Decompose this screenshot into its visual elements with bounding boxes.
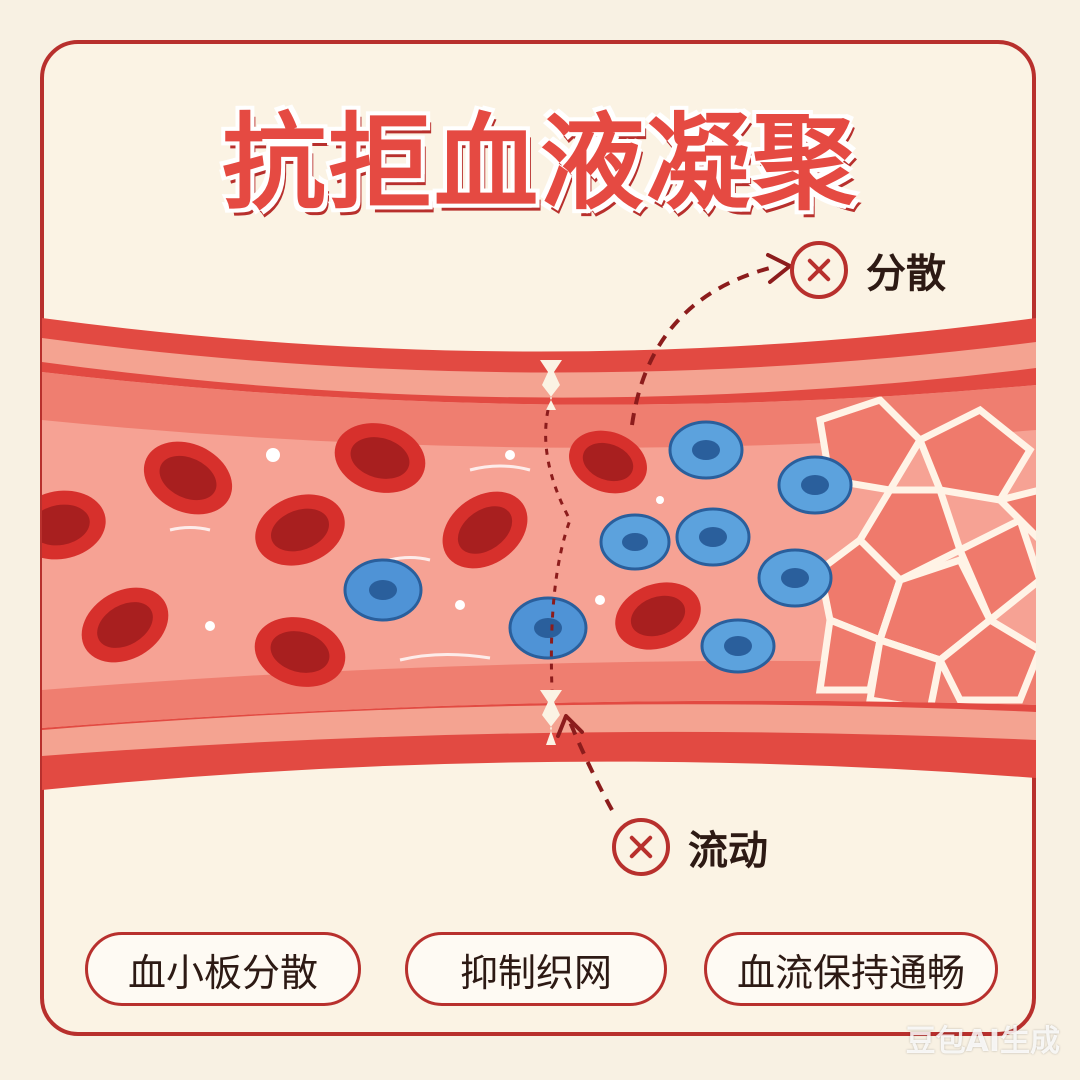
pill-inhibit-mesh: 抑制织网 xyxy=(405,932,667,1006)
red-blood-cells xyxy=(42,423,701,687)
callout-disperse: 分散 xyxy=(790,241,946,299)
page-title: 抗拒血液凝聚 xyxy=(221,102,858,224)
watermark: 豆包AI生成 xyxy=(905,1024,1060,1059)
x-circle-icon xyxy=(790,241,848,299)
callout-disperse-label: 分散 xyxy=(866,251,946,297)
callout-flow-label: 流动 xyxy=(688,828,768,874)
vessel-tear-bottom xyxy=(540,690,562,745)
callout-flow: 流动 xyxy=(612,818,768,876)
vessel-tear-top xyxy=(540,360,562,410)
x-circle-icon xyxy=(612,818,670,876)
pill-platelet-disperse: 血小板分散 xyxy=(85,932,361,1006)
fibrin-mesh xyxy=(815,395,1036,715)
crack-line xyxy=(544,409,572,691)
flow-arrow xyxy=(568,721,614,811)
platelets xyxy=(343,420,853,674)
disperse-arrow xyxy=(630,266,771,426)
pill-blood-flow-clear: 血流保持通畅 xyxy=(704,932,998,1006)
